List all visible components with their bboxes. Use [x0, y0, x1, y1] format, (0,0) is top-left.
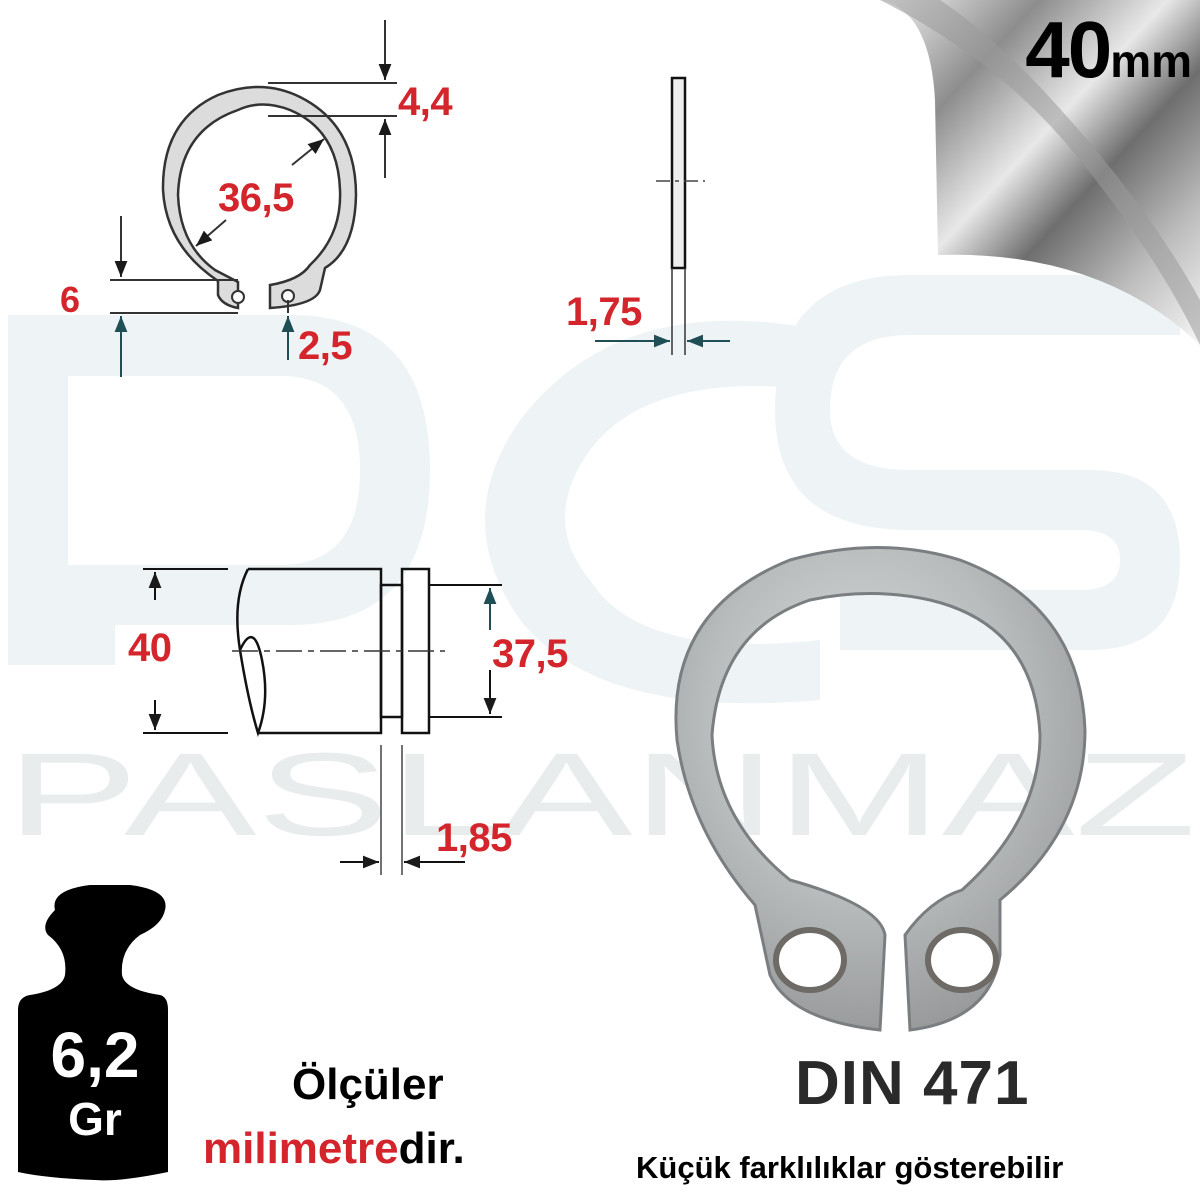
weight-unit: Gr: [68, 1093, 122, 1145]
watermark-pcs: [8, 275, 1180, 704]
ring-size-value: 40: [1025, 5, 1112, 94]
product-standard: DIN 471: [795, 1049, 1030, 1118]
ring-size-label: 40mm: [1025, 10, 1192, 90]
weight-icon: [18, 885, 168, 1181]
dim-shaft-diameter: 40: [128, 626, 172, 670]
dim-inner-diameter: 36,5: [218, 176, 294, 220]
ring-front-dimensions: [110, 20, 397, 377]
units-note-line1: Ölçüler: [292, 1060, 444, 1109]
dim-band-width: 4,4: [398, 80, 453, 124]
watermark-paslanmaz: PASLANMAZ: [6, 729, 1196, 861]
dim-groove-diameter: 37,5: [492, 632, 568, 676]
circlip-product-photo: [674, 546, 1087, 1032]
disclaimer-text: Küçük farklılıklar gösterebilir: [636, 1150, 1064, 1185]
page-curl-decoration: [880, 0, 1200, 345]
dim-thickness: 1,75: [566, 290, 642, 334]
weight-value: 6,2: [50, 1019, 140, 1091]
units-note-line2: milimetredir.: [203, 1124, 465, 1174]
dim-lug-height: 6: [60, 279, 80, 320]
units-note-unit: milimetre: [203, 1124, 399, 1173]
ring-size-unit: mm: [1110, 35, 1192, 87]
shaft-groove-drawing: [143, 567, 502, 875]
dim-hole-diameter: 2,5: [298, 324, 353, 368]
dim-groove-width: 1,85: [436, 816, 512, 860]
units-note-suffix: dir.: [398, 1124, 465, 1173]
ring-side-view-drawing: [595, 76, 730, 355]
